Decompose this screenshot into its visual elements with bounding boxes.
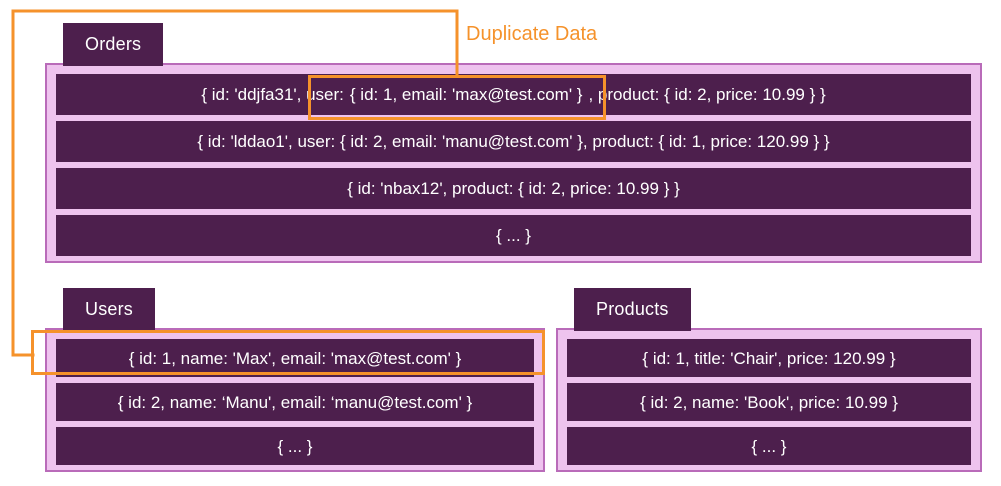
collection-products: Products { id: 1, title: 'Chair', price:… [556, 288, 982, 472]
orders-row-2-text: { id: 'lddao1', user: { id: 2, email: 'm… [197, 132, 830, 151]
users-row-3-text: { ... } [277, 436, 313, 456]
collection-title-users: Users [63, 288, 156, 331]
collection-orders: Orders { id: 'ddjfa31', user: { id: 1, e… [45, 23, 982, 263]
collection-users: Users { id: 1, name: 'Max', email: 'max@… [45, 288, 545, 472]
users-row-1-text: { id: 1, name: 'Max', email: 'max@test.c… [128, 348, 462, 368]
table-row[interactable]: { ... } [56, 215, 971, 256]
products-row-1-text: { id: 1, title: 'Chair', price: 120.99 } [642, 348, 896, 368]
orders-row-1-suffix: , product: { id: 2, price: 10.99 } } [588, 85, 826, 104]
table-row[interactable]: { id: 2, name: ‘Manu', email: ‘manu@test… [56, 383, 534, 421]
products-row-2-text: { id: 2, name: 'Book', price: 10.99 } [640, 392, 898, 412]
collection-title-products: Products [574, 288, 691, 331]
orders-row-3-text: { id: 'nbax12', product: { id: 2, price:… [347, 179, 680, 198]
collection-body-products: { id: 1, title: 'Chair', price: 120.99 }… [556, 328, 982, 472]
table-row[interactable]: { id: 1, name: 'Max', email: 'max@test.c… [56, 339, 534, 377]
table-row[interactable]: { id: 2, name: 'Book', price: 10.99 } [567, 383, 971, 421]
users-row-2-text: { id: 2, name: ‘Manu', email: ‘manu@test… [117, 392, 473, 412]
table-row[interactable]: { id: 1, title: 'Chair', price: 120.99 } [567, 339, 971, 377]
table-row[interactable]: { ... } [567, 427, 971, 465]
orders-row-1-prefix: { id: 'ddjfa31', user: [201, 85, 344, 104]
table-row[interactable]: { id: 'nbax12', product: { id: 2, price:… [56, 168, 971, 209]
table-row[interactable]: { id: 'ddjfa31', user: { id: 1, email: '… [56, 74, 971, 115]
table-row[interactable]: { id: 'lddao1', user: { id: 2, email: 'm… [56, 121, 971, 162]
orders-row-4-text: { ... } [496, 226, 531, 245]
orders-row-1-user-fragment: { id: 1, email: 'max@test.com' } [349, 85, 583, 104]
products-row-3-text: { ... } [751, 436, 787, 456]
collection-body-orders: { id: 'ddjfa31', user: { id: 1, email: '… [45, 63, 982, 263]
collection-title-orders: Orders [63, 23, 164, 66]
collection-body-users: { id: 1, name: 'Max', email: 'max@test.c… [45, 328, 545, 472]
table-row[interactable]: { ... } [56, 427, 534, 465]
